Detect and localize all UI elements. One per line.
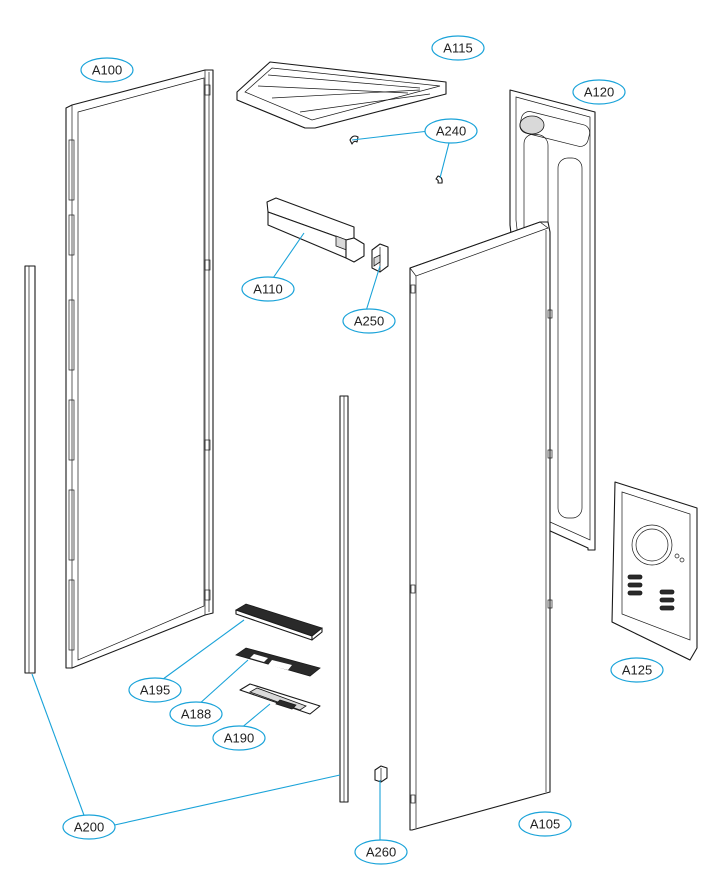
part-a100-left-panel xyxy=(65,69,214,669)
callout-ellipse xyxy=(572,79,626,105)
callout-ellipse xyxy=(518,811,572,837)
callout-a190: A190 xyxy=(212,725,266,751)
callout-a260: A260 xyxy=(354,839,408,865)
leader-a188 xyxy=(197,659,249,706)
callout-a125: A125 xyxy=(610,657,664,683)
callout-ellipse xyxy=(62,814,116,840)
leader-a110 xyxy=(270,232,305,282)
part-a200-center-strip xyxy=(339,395,349,803)
callout-a105: A105 xyxy=(518,811,572,837)
callout-labels: A100 A115A120A240A110A250A125A195A188A190… xyxy=(62,35,664,865)
leader-a195 xyxy=(158,619,245,683)
part-a260-clip xyxy=(374,765,388,783)
callout-label: A188 xyxy=(181,707,211,722)
callout-ellipse xyxy=(424,118,478,144)
callout-a240: A240 xyxy=(424,118,478,144)
callout-label: A105 xyxy=(530,817,560,832)
callout-ellipse xyxy=(431,35,485,61)
leader-a190 xyxy=(239,703,271,730)
part-a250-block xyxy=(371,243,389,273)
part-a105-front-panel xyxy=(409,221,553,831)
callout-ellipse xyxy=(169,701,223,727)
callout-label: A125 xyxy=(622,663,652,678)
callout-a200: A200 xyxy=(62,814,116,840)
leader-a250 xyxy=(365,265,381,312)
leader-lines xyxy=(31,130,450,841)
callout-a100: A100 xyxy=(80,57,134,83)
callout-ellipse xyxy=(354,839,408,865)
callout-label: A200 xyxy=(74,820,104,835)
callout-label: A120 xyxy=(584,85,614,100)
callout-a250: A250 xyxy=(342,308,396,334)
callout-a115: A115 xyxy=(431,35,485,61)
callout-label: A195 xyxy=(140,683,170,698)
callout-a188: A188 xyxy=(169,701,223,727)
callout-ellipse xyxy=(212,725,266,751)
leader-a240-right xyxy=(439,142,450,179)
callout-label: A240 xyxy=(436,124,466,139)
callout-label: A190 xyxy=(224,731,254,746)
part-a125-service-plate xyxy=(611,481,698,661)
callout-label: A110 xyxy=(253,282,282,297)
callout-ellipse xyxy=(80,57,134,83)
part-a120-rear-panel xyxy=(509,89,596,551)
part-a110-bracket xyxy=(266,197,365,263)
part-a188-gasket xyxy=(235,647,321,677)
part-a240-clips xyxy=(349,135,443,184)
callout-label: A100 xyxy=(92,63,122,78)
callout-ellipse xyxy=(128,677,182,703)
callout-label: A250 xyxy=(354,314,384,329)
callout-ellipse xyxy=(610,657,664,683)
callout-a120: A120 xyxy=(572,79,626,105)
leader-a200-left xyxy=(31,673,86,819)
callout-label: A260 xyxy=(366,845,396,860)
leader-a200-right xyxy=(109,774,341,827)
part-a190-vent-frame xyxy=(239,683,321,715)
callout-ellipse xyxy=(241,276,295,302)
part-a200-left-strip xyxy=(24,265,36,674)
callout-a110: A110 xyxy=(241,276,295,302)
leader-a240-left xyxy=(351,130,430,141)
callout-ellipse xyxy=(342,308,396,334)
part-a115-top-plate xyxy=(236,61,447,129)
part-a195-vent-grille xyxy=(235,603,323,641)
callout-a195: A195 xyxy=(128,677,182,703)
callout-label: A115 xyxy=(443,41,472,56)
